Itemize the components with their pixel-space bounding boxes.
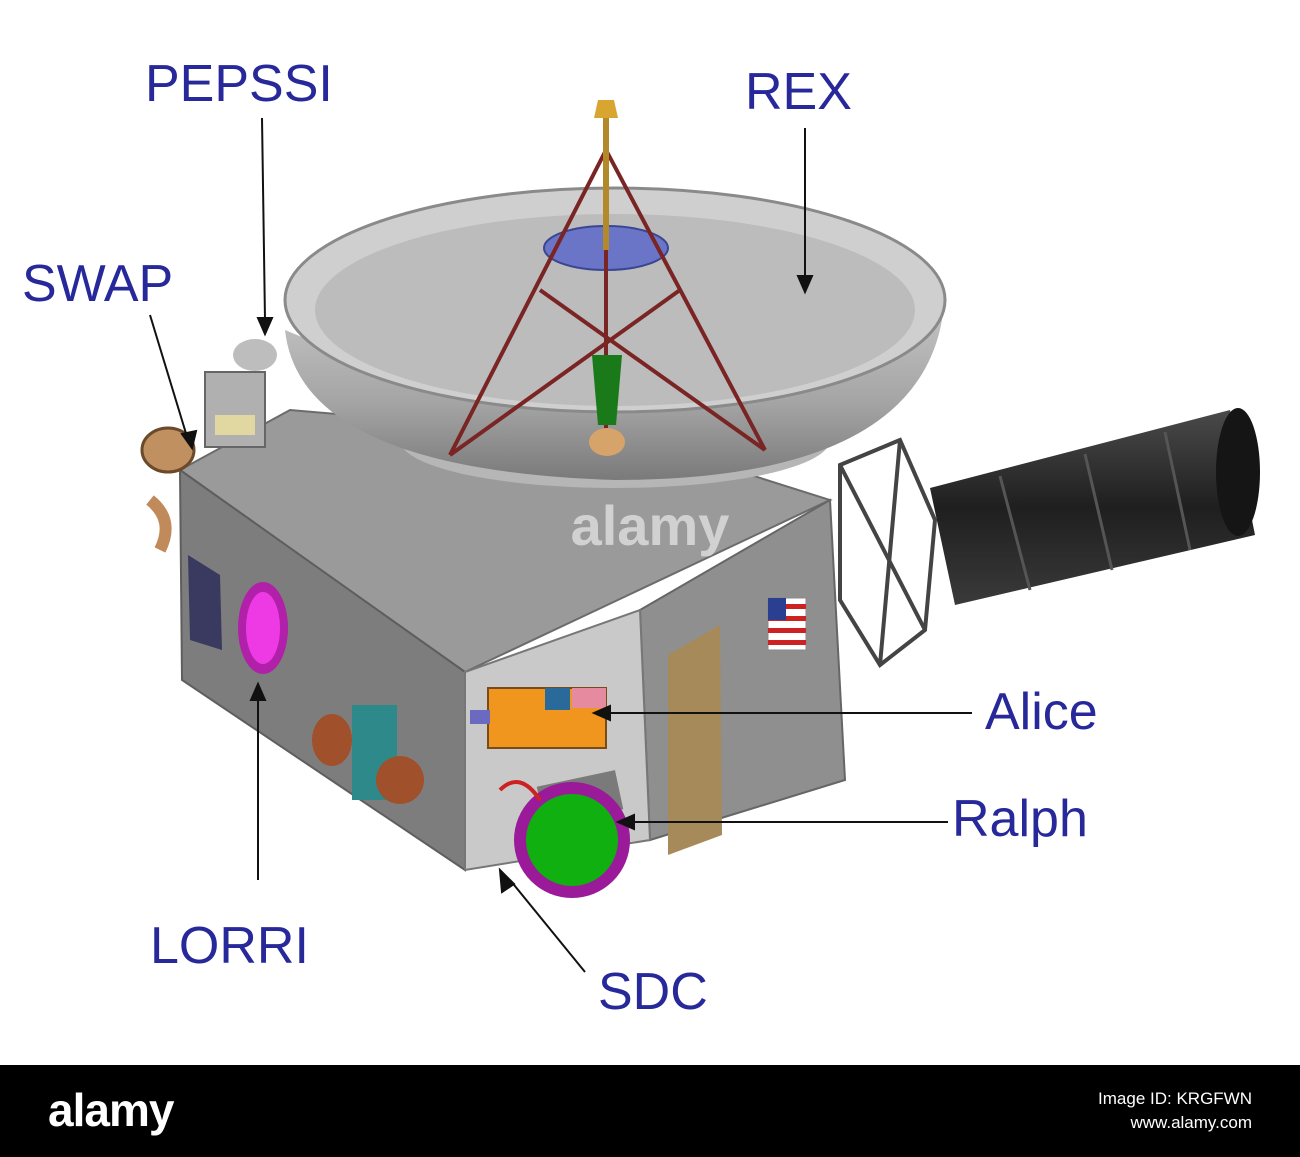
- pepssi-instrument: [204, 339, 277, 448]
- label-lorri: LORRI: [150, 917, 309, 975]
- spacecraft-diagram: alamy: [140, 100, 1260, 973]
- site-url: www.alamy.com: [1130, 1113, 1252, 1132]
- label-sdc: SDC: [598, 963, 708, 1021]
- high-gain-antenna: [283, 100, 947, 488]
- rtg: [930, 408, 1260, 605]
- swap-instrument: [140, 426, 196, 553]
- image-id-info: Image ID: KRGFWN www.alamy.com: [1098, 1087, 1252, 1135]
- label-pepssi: PEPSSI: [145, 55, 333, 113]
- alice-instrument: [470, 687, 607, 749]
- thrusters: [312, 705, 424, 804]
- watermark: alamy: [571, 494, 730, 557]
- alamy-logo: alamy: [48, 1084, 174, 1136]
- label-ralph: Ralph: [952, 790, 1088, 848]
- lorri-aperture: [188, 555, 288, 674]
- footer-bar: alamy Image ID: KRGFWN www.alamy.com: [0, 1065, 1300, 1157]
- label-alice: Alice: [985, 683, 1098, 741]
- spacecraft-body: [178, 408, 847, 872]
- ralph-instrument: [498, 770, 630, 898]
- leader-lines: [149, 117, 972, 973]
- image-id: Image ID: KRGFWN: [1098, 1089, 1252, 1108]
- label-rex: REX: [745, 63, 852, 121]
- label-swap: SWAP: [22, 255, 174, 313]
- flag-icon: [767, 597, 807, 651]
- rtg-truss: [838, 437, 938, 668]
